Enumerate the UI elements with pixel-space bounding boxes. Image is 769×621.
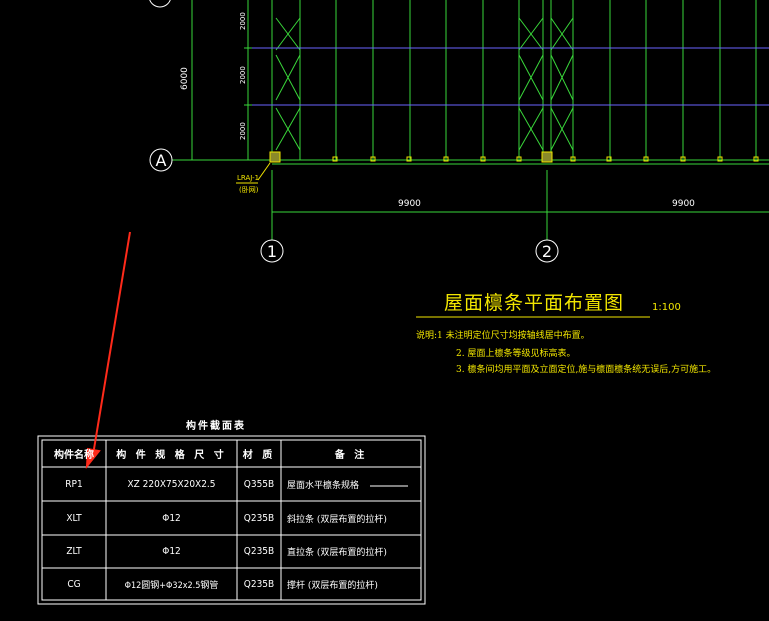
- table-header-spec: 构 件 规 格 尺 寸: [116, 450, 227, 461]
- dimension-2000-top: 2000: [239, 12, 247, 30]
- axis-bubbles: [149, 0, 559, 263]
- table-cell-name: RP1: [65, 478, 83, 490]
- table-header-remark: 备 注: [334, 450, 368, 461]
- table-cell-spec: Φ12: [162, 512, 181, 524]
- table-cell-name: ZLT: [66, 546, 82, 557]
- plan-note-2: 2. 屋面上檩条等级见标高表。: [456, 349, 576, 359]
- table-cell-material: Q235B: [243, 578, 275, 590]
- table-cell-spec: Φ12圆钢+Φ32x2.5钢管: [124, 580, 219, 591]
- table-cell-spec: Φ12: [162, 546, 181, 557]
- table-header-material: 材 质: [242, 450, 276, 461]
- plan-title: 屋面檩条平面布置图: [444, 292, 625, 314]
- axis-label-2: 2: [541, 241, 553, 261]
- table-cell-spec: XZ 220X75X20X2.5: [127, 478, 216, 490]
- dimension-6000: 6000: [180, 67, 190, 90]
- table-header-name: 构件名称: [54, 450, 94, 461]
- table-cell-remark: 撑杆 (双层布置的拉杆): [287, 580, 378, 591]
- callout-sublabel: (卧网): [239, 186, 259, 194]
- table-cell-material: Q235B: [243, 512, 275, 524]
- table-cell-material: Q235B: [243, 546, 275, 557]
- section-table-frame: [37, 435, 426, 605]
- table-cell-remark: 直拉条 (双层布置的拉杆): [287, 548, 387, 558]
- table-cell-name: XLT: [66, 512, 82, 524]
- table-cell-remark: 斜拉条 (双层布置的拉杆): [287, 514, 387, 525]
- plan-note-1: 说明:1 未注明定位尺寸均按轴线居中布置。: [416, 331, 590, 341]
- dimension-2000-bottom: 2000: [239, 122, 247, 140]
- axis-label-a: A: [155, 150, 167, 170]
- table-cell-material: Q355B: [243, 478, 275, 490]
- red-annotation-arrow: [85, 231, 131, 470]
- roof-purlin-grid: [172, 0, 769, 240]
- axis-label-1: 1: [266, 241, 278, 261]
- plan-scale: 1:100: [652, 302, 681, 313]
- purlin-ticks: [244, 47, 252, 161]
- table-cell-remark: 屋面水平檩条规格: [287, 480, 360, 491]
- plan-note-3: 3. 檩条间均用平面及立面定位,施与檩面檩条统无误后,方可施工。: [456, 365, 717, 375]
- table-cell-name: CG: [67, 578, 81, 590]
- dimension-2000-mid: 2000: [239, 66, 247, 84]
- dimension-9900-right: 9900: [672, 199, 695, 209]
- blue-purlin-lines: [245, 47, 769, 106]
- callout-leader: [236, 162, 271, 184]
- column-markers: [269, 151, 759, 163]
- dimension-9900-left: 9900: [398, 199, 421, 209]
- callout-label: LRAJ-1: [237, 174, 260, 182]
- table-title: 构件截面表: [186, 421, 246, 432]
